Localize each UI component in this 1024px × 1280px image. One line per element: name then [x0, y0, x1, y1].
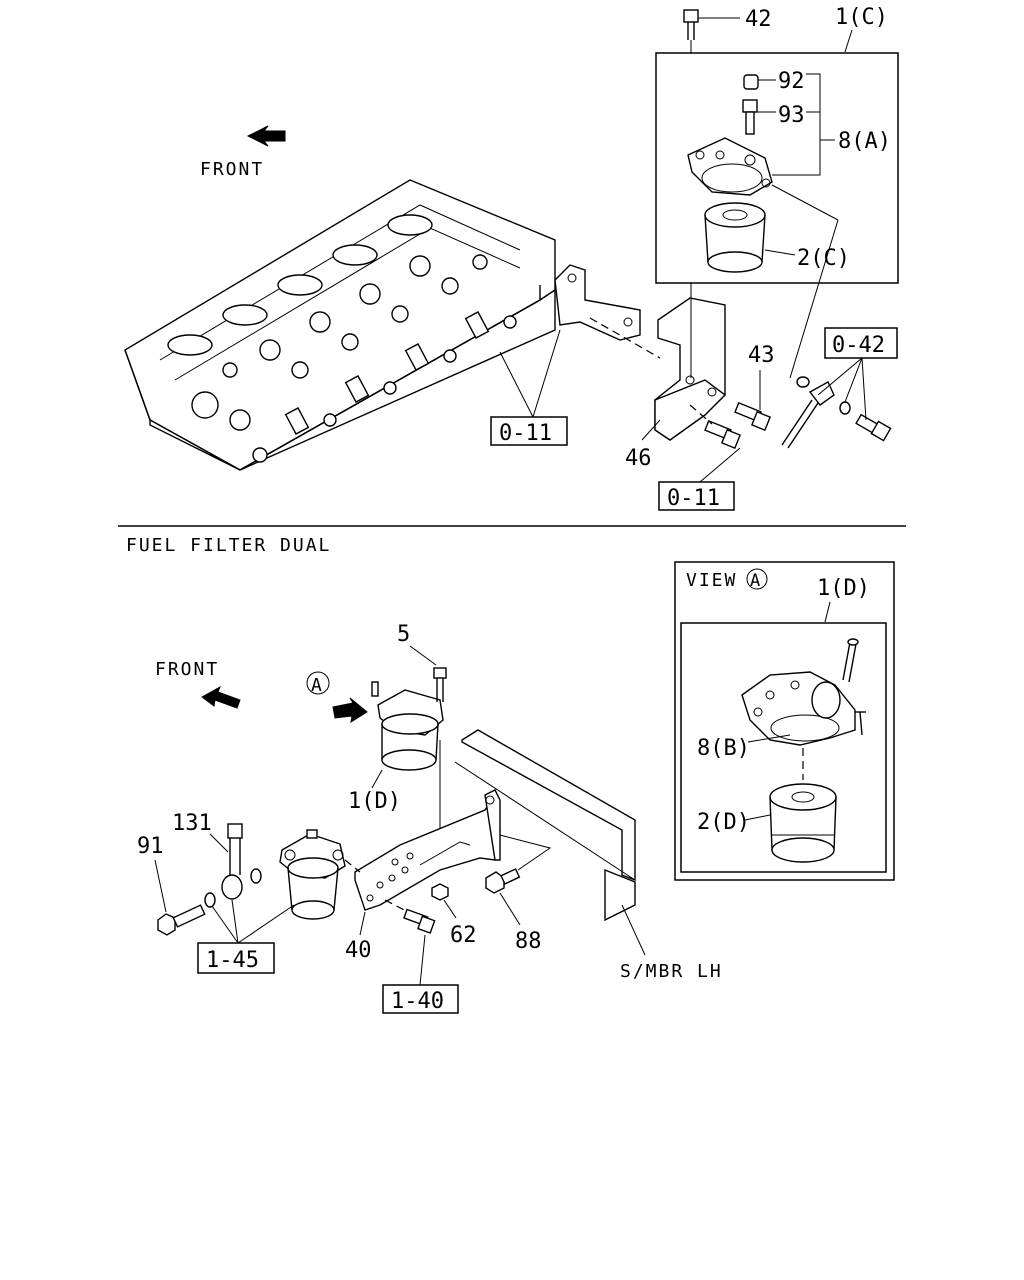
- plug-92-illustration: [743, 74, 776, 90]
- ref-box-0-11-b[interactable]: [658, 481, 735, 511]
- fuel-fitting-group-illustration: [781, 376, 892, 449]
- bracket-40-illustration: [354, 789, 501, 911]
- view-a-marker-icon: [306, 671, 330, 695]
- callout-46: 46: [625, 446, 652, 471]
- callout-8a: 8(A): [838, 129, 891, 154]
- callout-1d: 1(D): [348, 789, 401, 814]
- callout-131: 131: [172, 811, 212, 836]
- ref-0-42[interactable]: 0-42: [832, 333, 885, 358]
- lower-section: FUEL FILTER DUAL FRONT A 5 1(D): [126, 535, 895, 1014]
- callout-62: 62: [450, 923, 477, 948]
- upper-section: FRONT: [124, 5, 899, 511]
- bolt-43-illustration: [734, 370, 772, 432]
- ref-box-0-42[interactable]: [824, 327, 898, 359]
- callout-5: 5: [397, 622, 410, 647]
- head-bracket-illustration: [554, 264, 641, 341]
- callout-93: 93: [778, 103, 805, 128]
- callout-88: 88: [515, 929, 542, 954]
- callout-92: 92: [778, 69, 805, 94]
- side-member-illustration: [454, 729, 646, 956]
- front-arrow-icon: [246, 125, 286, 147]
- view-cartridge-2d-illustration: [769, 783, 837, 863]
- filter-1d-illustration: [371, 667, 447, 771]
- callout-43: 43: [748, 343, 775, 368]
- front-arrow-lower-icon: [201, 685, 241, 709]
- eye-bolt-131-illustration: [221, 823, 262, 900]
- bleeder-93-illustration: [742, 99, 776, 135]
- ref-box-1-45[interactable]: [197, 942, 275, 974]
- bolt-91-illustration: [157, 892, 216, 936]
- view-a-label: VIEW: [686, 570, 737, 591]
- view-callout-1d: 1(D): [817, 576, 870, 601]
- bolt-1-40-illustration: [384, 899, 436, 934]
- cylinder-head-illustration: [124, 179, 556, 471]
- filter-bracket-illustration: [654, 297, 727, 441]
- view-a-inset-marker: A: [750, 571, 760, 591]
- view-direction-arrow-icon: [332, 697, 368, 724]
- ref-1-45[interactable]: 1-45: [206, 948, 259, 973]
- view-a-marker: A: [311, 675, 322, 696]
- callout-smbr-lh: S/MBR LH: [620, 961, 723, 982]
- section-title: FUEL FILTER DUAL: [126, 535, 331, 556]
- filter-cartridge-2c-illustration: [704, 202, 796, 273]
- ref-0-11-b[interactable]: 0-11: [667, 486, 720, 511]
- ref-box-0-11-a[interactable]: [490, 416, 568, 446]
- filter-head-8a-illustration: [687, 137, 773, 196]
- front-label-lower: FRONT: [155, 659, 219, 680]
- nut-62-illustration: [431, 883, 449, 901]
- view-callout-2d: 2(D): [697, 810, 750, 835]
- ref-1-40[interactable]: 1-40: [391, 989, 444, 1014]
- callout-91: 91: [137, 834, 164, 859]
- bolt-88-illustration: [485, 834, 552, 894]
- secondary-filter-illustration: [279, 829, 346, 920]
- ref-box-1-40[interactable]: [382, 984, 459, 1014]
- callout-1c: 1(C): [835, 5, 888, 30]
- view-filter-head-8b-illustration: [741, 638, 866, 746]
- bolt-0-11-illustration: [689, 404, 742, 450]
- view-callout-8b: 8(B): [697, 736, 750, 761]
- callout-42: 42: [745, 7, 772, 32]
- ref-0-11-a[interactable]: 0-11: [499, 421, 552, 446]
- front-label-upper: FRONT: [200, 159, 264, 180]
- callout-40: 40: [345, 938, 372, 963]
- view-a-inset-marker-icon: [746, 568, 768, 590]
